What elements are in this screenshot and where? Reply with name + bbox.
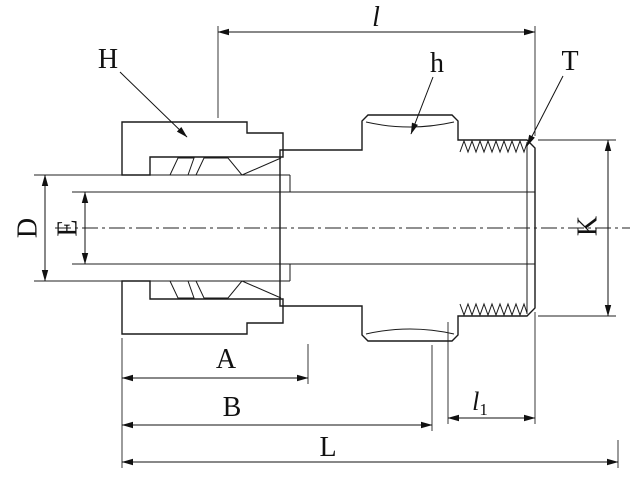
label-l: l — [372, 2, 380, 33]
dimension-lines — [41, 28, 619, 466]
body-outline — [279, 114, 536, 342]
label-E: E — [53, 219, 84, 236]
thread-profile-bottom — [459, 302, 528, 317]
leader-h — [410, 76, 434, 135]
leader-T — [526, 75, 564, 147]
nut-section-bottom — [121, 280, 284, 335]
hex-chamfer-arc-bottom — [365, 328, 455, 335]
thread-profile-top — [459, 139, 528, 154]
label-B: B — [223, 392, 242, 423]
label-D: D — [13, 218, 44, 238]
label-T: T — [561, 46, 578, 77]
front-ferrule-bottom — [195, 280, 244, 299]
leader-lines — [119, 71, 564, 147]
label-K: K — [573, 216, 604, 236]
label-H: H — [98, 44, 118, 75]
ext-D — [34, 174, 122, 282]
back-ferrule-bottom — [169, 280, 195, 299]
ext-K — [538, 139, 616, 317]
leader-H — [119, 71, 188, 138]
body-cone-top — [241, 157, 282, 176]
body-cone-bottom — [241, 280, 282, 299]
label-A: A — [216, 344, 237, 375]
dimension-labels: l H h T D E K A B L l1 — [13, 2, 604, 463]
extension-lines — [34, 26, 619, 468]
fitting-body-section — [279, 114, 536, 342]
back-ferrule-top — [169, 157, 195, 176]
internal-details — [122, 157, 535, 299]
label-L: L — [319, 432, 336, 463]
label-h: h — [430, 48, 444, 79]
front-ferrule-top — [195, 157, 244, 176]
hex-chamfer-arc-top — [365, 121, 455, 128]
nut-section-top — [121, 121, 284, 176]
label-l1: l1 — [472, 387, 488, 419]
